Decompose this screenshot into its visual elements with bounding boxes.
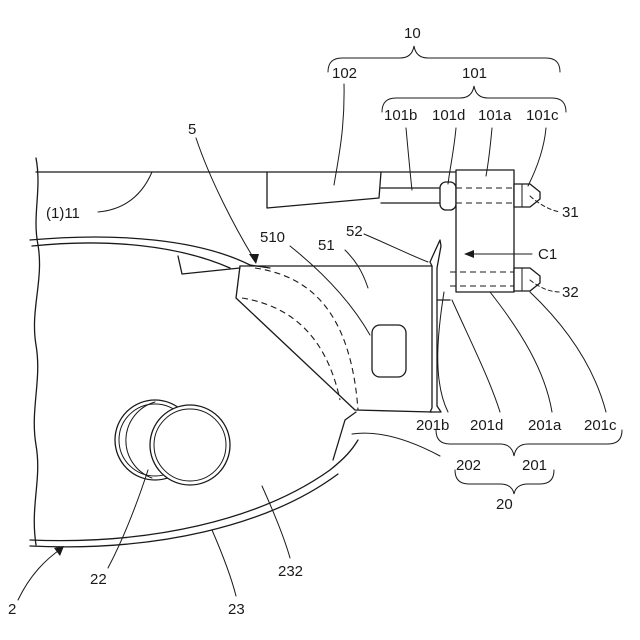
label-22: 22: [90, 571, 107, 588]
leader-23: [212, 530, 236, 596]
label-5: 5: [188, 121, 196, 138]
label-510: 510: [260, 229, 285, 246]
leader-201a: [490, 292, 552, 412]
label-101a: 101a: [478, 107, 512, 124]
leader-52: [364, 234, 428, 262]
leader-102: [334, 84, 344, 185]
label-20: 20: [496, 496, 513, 513]
flange-101d: [440, 182, 456, 210]
leader-201c: [530, 292, 606, 412]
label-23: 23: [228, 601, 245, 618]
label-102: 102: [332, 65, 357, 82]
pin-101c: [514, 184, 540, 207]
leader-101a: [486, 128, 492, 176]
label-11: (1)11: [46, 205, 80, 222]
label-202: 202: [456, 457, 481, 474]
label-51: 51: [318, 237, 335, 254]
label-201b: 201b: [416, 417, 449, 434]
leader-202: [352, 433, 440, 456]
label-232: 232: [278, 563, 303, 580]
label-101c: 101c: [526, 107, 559, 124]
label-52: 52: [346, 223, 363, 240]
label-10: 10: [404, 25, 421, 42]
tab-left: [178, 256, 240, 274]
leader-5: [196, 138, 256, 262]
circle-22-b: [150, 405, 230, 485]
leader-510: [290, 246, 370, 335]
leader-2: [18, 548, 62, 600]
leader-232: [262, 486, 290, 558]
label-201: 201: [522, 457, 547, 474]
leader-201d: [452, 300, 500, 412]
body-break-line: [34, 158, 39, 545]
label-101d: 101d: [432, 107, 465, 124]
leader-5-arrow: [249, 254, 259, 264]
label-101: 101: [462, 65, 487, 82]
dashed-curve-outer: [255, 268, 358, 410]
leader-2-arrow: [54, 546, 64, 556]
label-101b: 101b: [384, 107, 417, 124]
leader-201b: [438, 292, 448, 412]
notch-202: [333, 412, 356, 460]
leader-101c: [528, 128, 546, 186]
label-32: 32: [562, 284, 579, 301]
leader-22: [108, 470, 148, 568]
leader-11: [98, 172, 152, 212]
pin-201c: [514, 268, 540, 291]
slot-hole: [372, 325, 406, 377]
label-201c: 201c: [584, 417, 617, 434]
label-C1: C1: [538, 246, 557, 263]
connector-block: [456, 170, 514, 292]
leader-51: [345, 250, 368, 288]
label-201d: 201d: [470, 417, 503, 434]
brace-10: [328, 46, 560, 72]
housing-102: [267, 172, 381, 208]
leader-101b: [406, 128, 412, 190]
label-31: 31: [562, 204, 579, 221]
bumper-inner: [32, 243, 230, 268]
label-201a: 201a: [528, 417, 562, 434]
bumper-outer: [30, 237, 270, 268]
leader-101d: [448, 128, 456, 184]
label-2: 2: [8, 601, 16, 618]
